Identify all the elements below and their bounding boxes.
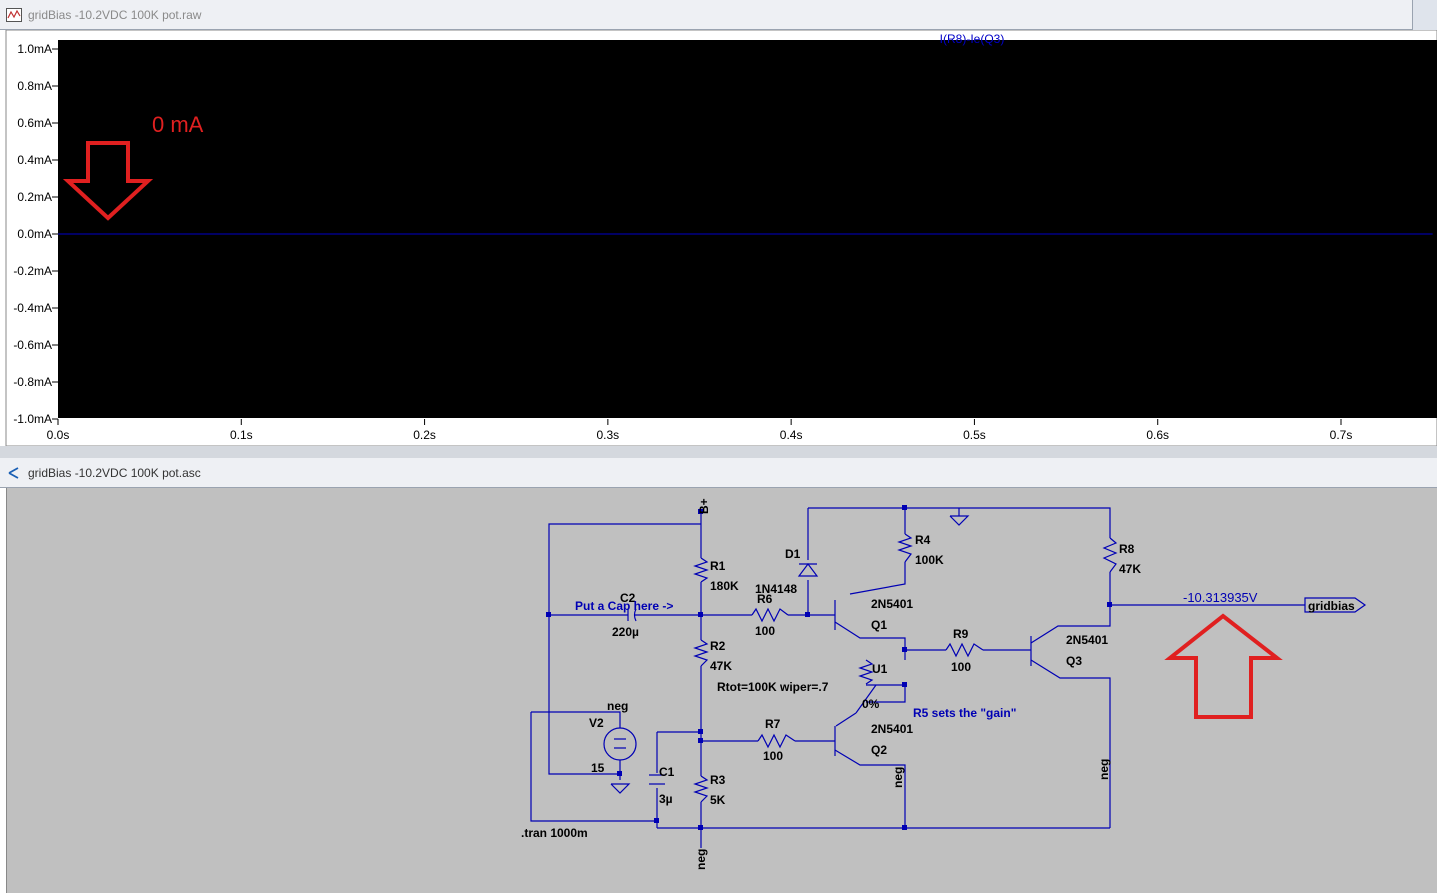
window-gap [0,446,1437,458]
r3-value[interactable]: 5K [710,793,726,807]
c2-value[interactable]: 220µ [612,625,639,639]
c2-label[interactable]: C2 [620,591,636,605]
c1-value[interactable]: 3µ [659,792,673,806]
y-tick-label: 0.8mA [17,79,52,93]
q3-value[interactable]: 2N5401 [1066,633,1108,647]
d1-label[interactable]: D1 [785,547,801,561]
x-tick-label: 0.4s [780,428,803,442]
zero-ma-annotation: 0 mA [152,112,204,137]
q2-value[interactable]: 2N5401 [871,722,913,736]
v2-label[interactable]: V2 [589,716,604,730]
x-tick-label: 0.2s [413,428,436,442]
q1-label[interactable]: Q1 [871,618,887,632]
r4-label[interactable]: R4 [915,533,931,547]
r9-value[interactable]: 100 [951,660,971,674]
down-arrow-annotation [62,141,154,221]
d1-value[interactable]: 1N4148 [755,582,797,596]
r7-resistor [757,733,796,749]
y-tick-label: 0.2mA [17,190,52,204]
waveform-plot[interactable]: 1.0mA 0.8mA 0.6mA 0.4mA 0.2mA 0.0mA -0.2mA -0.4… [0,29,1437,447]
b-plus-label[interactable]: B+ [697,498,711,514]
x-tick-label: 0.6s [1146,428,1169,442]
r9-label[interactable]: R9 [953,627,969,641]
x-tick-label: 0.1s [230,428,253,442]
q2-label[interactable]: Q2 [871,743,887,757]
schematic-app-icon [8,467,19,479]
cap-note-comment[interactable]: Put a Cap here -> [575,599,673,613]
schematic-window-title: gridBias -10.2VDC 100K pot.asc [28,466,201,480]
y-tick-label: -0.8mA [13,375,52,389]
y-axis: 1.0mA 0.8mA 0.6mA 0.4mA 0.2mA 0.0mA -0.2mA -0.4… [13,42,58,426]
r8-resistor [1102,537,1118,573]
voltage-readout: -10.313935V [1183,590,1258,605]
r3-resistor [693,775,709,803]
schematic-window-titlebar[interactable]: gridBias -10.2VDC 100K pot.asc [0,458,1437,488]
r9-resistor [945,642,984,658]
v2-value[interactable]: 15 [591,761,605,775]
schematic-canvas[interactable]: B+ R1 180K R2 47K R3 5K R4 100K R8 47K R… [0,488,1437,893]
gridbias-net-flag[interactable] [1304,597,1367,613]
r1-label[interactable]: R1 [710,559,726,573]
c1-label[interactable]: C1 [659,765,675,779]
d1-diode [797,563,819,577]
x-tick-label: 0.5s [963,428,986,442]
q3-label[interactable]: Q3 [1066,654,1082,668]
r7-value[interactable]: 100 [763,749,783,763]
capacitors [627,608,665,785]
gain-note-comment[interactable]: R5 sets the "gain" [913,706,1016,720]
maximize-button[interactable] [1412,0,1437,30]
plot-area[interactable] [58,40,1437,418]
neg-label-v2[interactable]: neg [607,699,628,713]
r4-value[interactable]: 100K [915,553,944,567]
waveform-app-icon [6,8,22,22]
x-tick-label: 0.7s [1330,428,1353,442]
neg-label-q3[interactable]: neg [1097,759,1111,780]
x-axis: 0.0s 0.1s 0.2s 0.3s 0.4s 0.5s 0.6s 0.7s [47,419,1353,442]
gridbias-label[interactable]: gridbias [1308,599,1355,613]
up-arrow-annotation [1164,613,1283,719]
r8-value[interactable]: 47K [1119,562,1141,576]
v2-source [603,727,637,761]
y-tick-label: 0.4mA [17,153,52,167]
junctions [546,505,1112,830]
u1-label[interactable]: U1 [872,662,888,676]
r6-label[interactable]: R6 [757,592,773,606]
neg-label-bottom[interactable]: neg [694,849,708,870]
r4-resistor [897,533,913,563]
r2-label[interactable]: R2 [710,639,726,653]
u1-value[interactable]: Rtot=100K wiper=.7 [717,680,829,694]
y-tick-label: -0.4mA [13,301,52,315]
neg-label-q2[interactable]: neg [891,767,905,788]
r6-resistor [751,607,789,623]
y-tick-label: 0.6mA [17,116,52,130]
waveform-pane[interactable]: 1.0mA 0.8mA 0.6mA 0.4mA 0.2mA 0.0mA -0.2mA -0.4… [0,29,1437,447]
x-tick-label: 0.3s [597,428,620,442]
y-tick-label: -0.6mA [13,338,52,352]
r2-value[interactable]: 47K [710,659,732,673]
u1-potentiometer [858,659,874,685]
tran-directive[interactable]: .tran 1000m [521,826,588,840]
y-tick-label: 0.0mA [17,227,52,241]
wires [530,507,1305,848]
trace-label[interactable]: I(R8)-Ie(Q3) [940,32,1005,46]
schematic-pane[interactable]: B+ R1 180K R2 47K R3 5K R4 100K R8 47K R… [0,488,1437,893]
y-tick-label: 1.0mA [17,42,52,56]
wiper-percent: 0% [862,697,880,711]
waveform-window-title: gridBias -10.2VDC 100K pot.raw [28,8,202,22]
r3-label[interactable]: R3 [710,773,726,787]
q1-value[interactable]: 2N5401 [871,597,913,611]
r7-label[interactable]: R7 [765,717,781,731]
x-tick-label: 0.0s [47,428,70,442]
r1-value[interactable]: 180K [710,579,739,593]
resistors [693,533,1118,803]
r6-value[interactable]: 100 [755,624,775,638]
y-tick-label: -0.2mA [13,264,52,278]
r2-resistor [693,639,709,667]
ground-symbols [610,515,970,794]
y-tick-label: -1.0mA [13,412,52,426]
r1-resistor [693,557,709,583]
waveform-window-titlebar[interactable]: gridBias -10.2VDC 100K pot.raw [0,0,1437,30]
r8-label[interactable]: R8 [1119,542,1135,556]
